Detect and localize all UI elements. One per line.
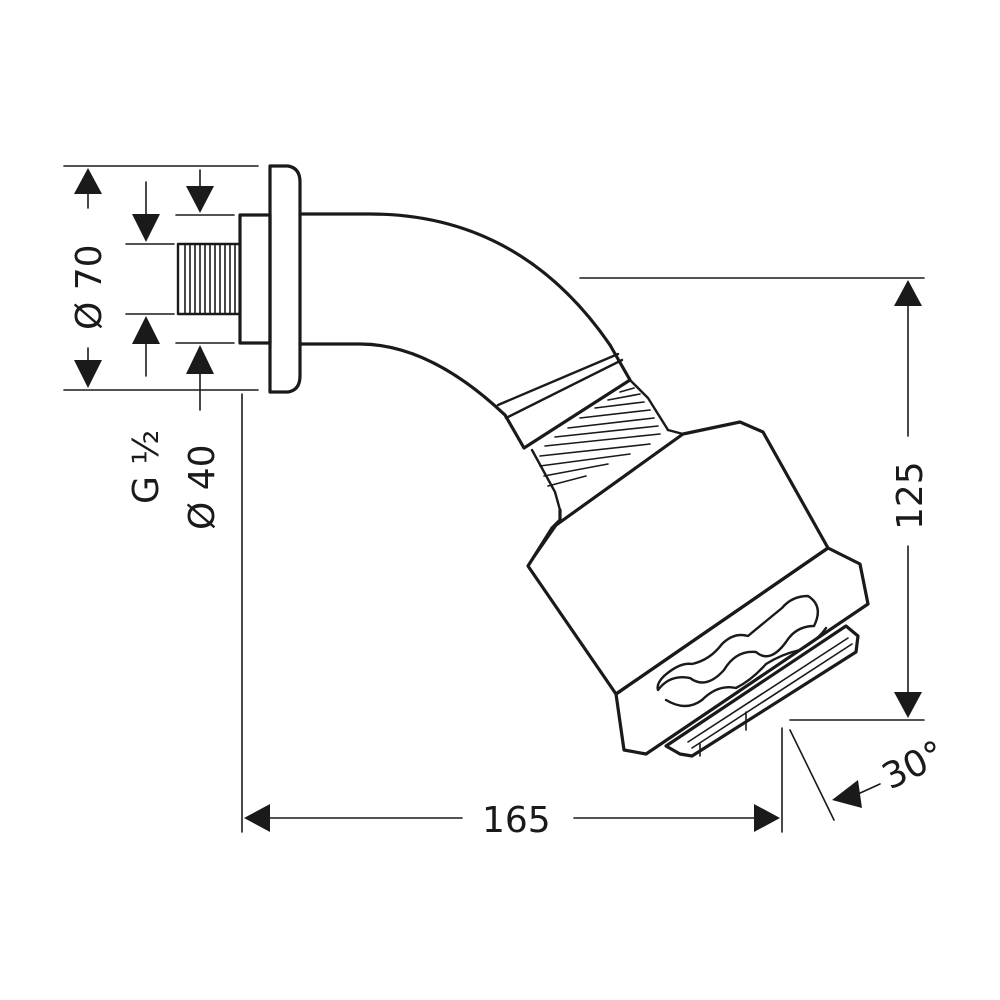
spray-angle-label: 30° <box>876 733 951 798</box>
thread-size-label: G ½ <box>126 430 167 504</box>
dimension-flange-diameter: Ø 70 <box>63 165 259 391</box>
dimension-connection-diameter: Ø 40 <box>175 169 235 530</box>
wall-flange <box>268 164 302 394</box>
ball-joint-threads <box>539 387 661 487</box>
shower-head-outline <box>176 164 870 758</box>
dimension-height: 125 <box>579 277 931 721</box>
dimension-length: 165 <box>241 393 783 841</box>
length-label: 165 <box>482 800 551 841</box>
flange-diameter-label: Ø 70 <box>69 244 110 330</box>
shower-arm <box>298 212 612 347</box>
connection-diameter-label: Ø 40 <box>182 444 223 530</box>
thread-nipple <box>176 242 242 316</box>
shower-arm-inner <box>298 342 507 417</box>
mounting-plate <box>238 213 272 345</box>
nozzle-plate-lines <box>687 637 853 757</box>
dimension-spray-angle: 30° <box>789 729 951 821</box>
thread-lines <box>184 243 236 315</box>
height-label: 125 <box>890 461 931 530</box>
ring-pattern <box>656 594 820 692</box>
ball-joint <box>530 448 562 512</box>
nozzle-plate <box>664 624 860 758</box>
arm-collar <box>503 343 632 450</box>
dimension-thread-size: G ½ <box>125 181 175 504</box>
